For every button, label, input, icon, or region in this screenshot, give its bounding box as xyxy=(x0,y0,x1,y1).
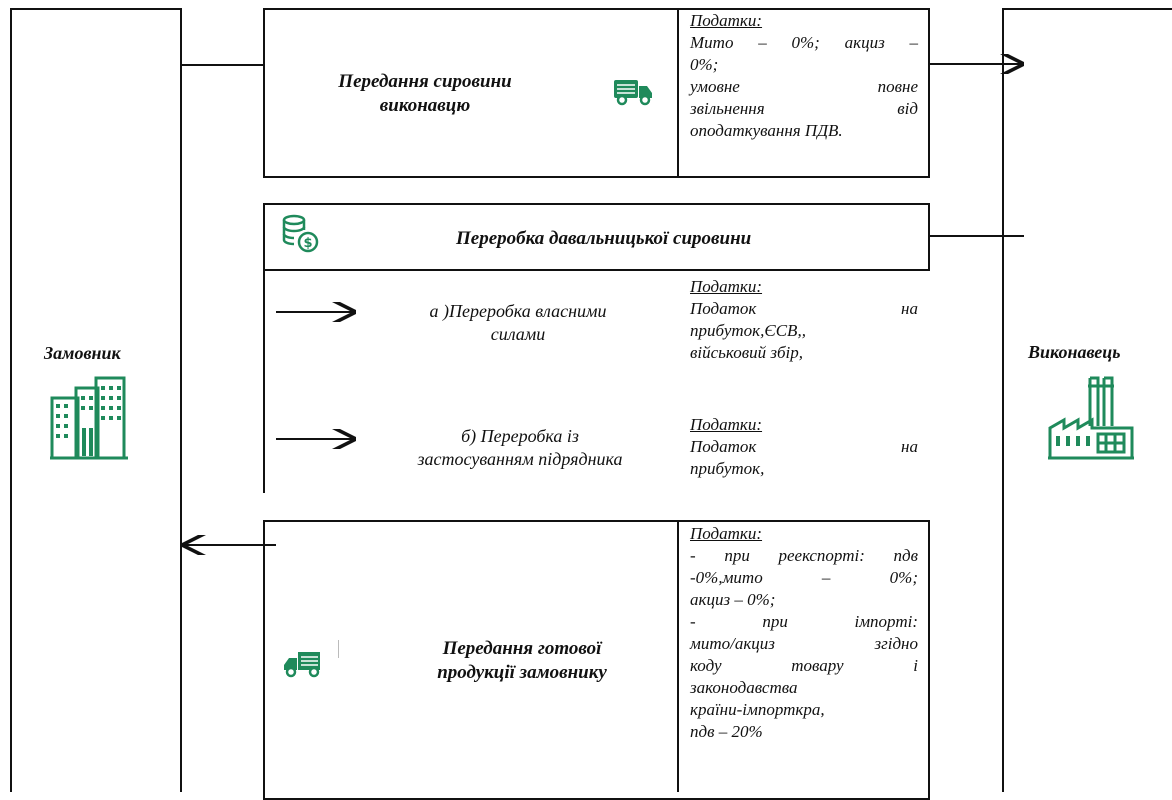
transfer-raw-title: Передання сировини виконавцю xyxy=(338,71,512,116)
transfer-raw-divider xyxy=(677,8,679,178)
delivery-truck-icon xyxy=(614,80,652,106)
transfer-finished-box xyxy=(263,520,930,800)
transfer-finished-title: Передання готової продукції замовнику xyxy=(437,638,607,683)
tax-header: Податки: xyxy=(690,277,763,296)
option-a-taxes: Податки: Податок на прибуток,ЄСВ,, війсь… xyxy=(690,277,918,362)
processing-header-box xyxy=(263,203,930,271)
customer-label: Замовник xyxy=(44,343,121,363)
contractor-column xyxy=(1002,8,1172,792)
coins-icon: $ xyxy=(282,214,319,253)
tax-header: Податки: xyxy=(690,524,763,543)
truck-icon-divider xyxy=(338,640,339,658)
arrow-option-a xyxy=(276,302,362,322)
transfer-raw-taxes: Податки: Мито – 0%; акциз – 0%; умовне п… xyxy=(690,11,918,140)
transfer-finished-divider xyxy=(677,520,679,792)
contractor-label: Виконавець xyxy=(1028,342,1121,362)
customer-column xyxy=(10,8,182,792)
options-left-border xyxy=(263,271,265,493)
transfer-raw-box xyxy=(263,8,930,178)
connector-customer-to-raw xyxy=(182,64,264,66)
arrow-to-customer xyxy=(176,535,276,555)
office-buildings-icon xyxy=(50,376,128,460)
option-a-label: а )Переробка власними силами xyxy=(429,301,607,345)
connector-processing-contractor xyxy=(930,235,1024,237)
transfer-finished-taxes: Податки: - при реекспорті: пдв -0%,мито … xyxy=(690,524,918,741)
processing-title: Переробка давальницької сировини xyxy=(456,228,752,249)
tax-header: Податки: xyxy=(690,11,763,30)
factory-icon xyxy=(1048,376,1134,460)
arrow-to-contractor xyxy=(930,54,1030,74)
option-b-taxes: Податки: Податок на прибуток, xyxy=(690,415,918,478)
delivery-truck-icon xyxy=(284,652,320,678)
option-b-label: б) Переробка із застосуванням підрядника xyxy=(417,426,623,470)
svg-text:$: $ xyxy=(303,236,312,251)
tax-header: Податки: xyxy=(690,415,763,434)
arrow-option-b xyxy=(276,429,362,449)
